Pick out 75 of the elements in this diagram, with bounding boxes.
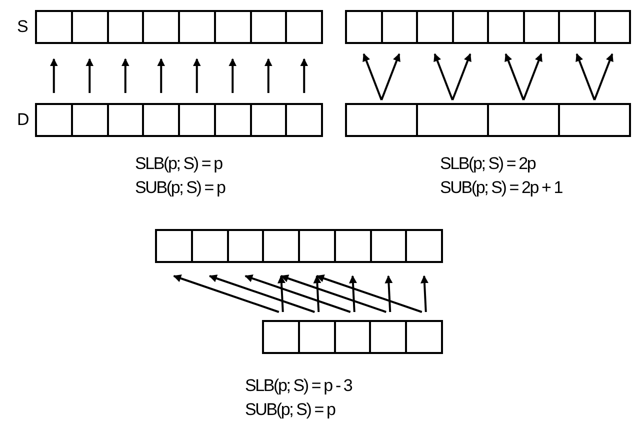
arrow: [244, 274, 351, 313]
row-label: D: [17, 110, 28, 130]
array-cell: [70, 103, 108, 137]
arrow: [228, 58, 237, 93]
arrow: [208, 274, 315, 313]
arrow: [280, 274, 386, 313]
array-cell: [214, 10, 252, 44]
array-cell: [558, 103, 631, 137]
array-cell: [178, 103, 216, 137]
arrow: [452, 53, 472, 100]
row-label: S: [17, 17, 28, 37]
array-cell: [522, 10, 560, 44]
formula: SUB(p; S) = p: [135, 178, 225, 198]
arrow: [173, 274, 280, 313]
array-cell: [487, 103, 560, 137]
formula: SUB(p; S) = p: [245, 400, 335, 420]
formula: SUB(p; S) = 2p + 1: [440, 178, 562, 198]
arrow: [348, 275, 357, 312]
array-cell: [558, 10, 596, 44]
array-cell: [380, 10, 418, 44]
arrow: [380, 53, 400, 100]
array-cell: [334, 229, 372, 263]
array-cell: [298, 320, 336, 354]
arrow: [86, 58, 94, 93]
array-cell: [369, 320, 407, 354]
arrow: [264, 58, 272, 93]
array-cell: [370, 229, 408, 263]
array-cell: [285, 103, 323, 137]
array-cell: [298, 229, 336, 263]
array-cell: [405, 320, 443, 354]
array-cell: [178, 10, 216, 44]
array-cell: [487, 10, 524, 44]
array-cell: [70, 10, 108, 44]
array-cell: [35, 103, 73, 137]
arrow: [300, 58, 308, 93]
formula: SLB(p; S) = p: [135, 154, 222, 174]
array-cell: [226, 229, 264, 263]
array-cell: [106, 10, 144, 44]
array-cell: [345, 10, 382, 44]
arrow: [434, 53, 454, 100]
array-cell: [285, 10, 323, 44]
arrow: [522, 53, 542, 100]
formula: SLB(p; S) = 2p: [440, 154, 536, 174]
arrow: [192, 58, 201, 93]
arrow: [277, 275, 286, 312]
arrow: [420, 275, 428, 312]
array-cell: [155, 229, 193, 263]
arrow: [504, 53, 524, 100]
array-cell: [35, 10, 73, 44]
array-cell: [345, 103, 418, 137]
array-cell: [250, 103, 288, 137]
arrow: [576, 53, 596, 100]
arrow: [316, 274, 422, 313]
formula: SLB(p; S) = p - 3: [245, 376, 352, 396]
array-cell: [214, 103, 252, 137]
array-cell: [190, 229, 228, 263]
arrow: [384, 275, 393, 312]
arrow: [313, 275, 322, 312]
array-cell: [405, 229, 443, 263]
array-cell: [452, 10, 489, 44]
array-cell: [142, 10, 180, 44]
array-cell: [416, 10, 454, 44]
arrow: [50, 58, 58, 93]
array-cell: [262, 320, 300, 354]
arrow: [594, 53, 614, 100]
array-cell: [334, 320, 372, 354]
array-cell: [142, 103, 180, 137]
array-cell: [106, 103, 144, 137]
arrow: [157, 58, 166, 93]
arrow: [362, 53, 382, 100]
arrow: [121, 58, 130, 93]
array-cell: [262, 229, 300, 263]
array-cell: [416, 103, 489, 137]
array-cell: [594, 10, 631, 44]
array-cell: [250, 10, 288, 44]
